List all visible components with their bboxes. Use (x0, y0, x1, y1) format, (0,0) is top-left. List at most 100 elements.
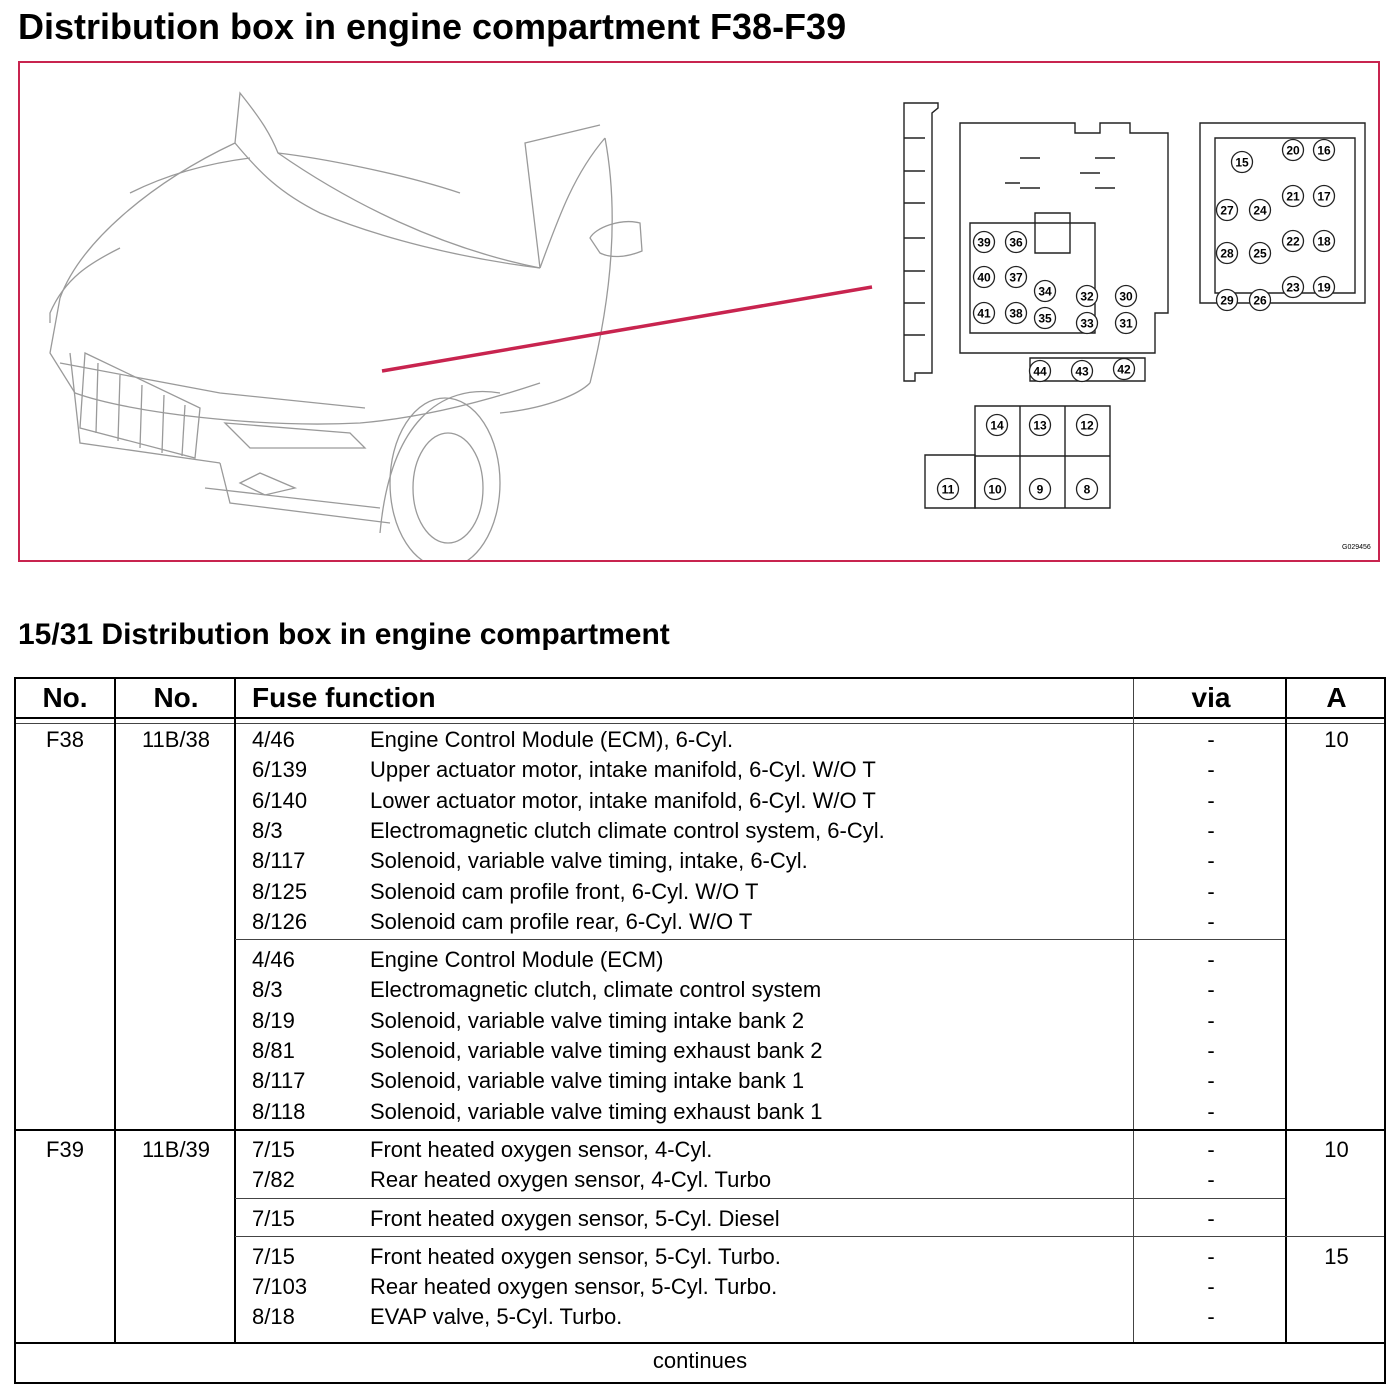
component-description: Engine Control Module (ECM), 6-Cyl. (370, 727, 734, 752)
fuse-position-label: 31 (1119, 317, 1133, 331)
group-divider (235, 939, 1285, 941)
fuse-position-16-circle (1312, 138, 1336, 162)
via-value: - (1207, 787, 1215, 813)
fuse-position-35-circle (1033, 306, 1057, 330)
fuse-position-23-circle (1281, 275, 1305, 299)
fuse-position-label: 41 (977, 307, 991, 321)
fuse-position-label: 24 (1253, 204, 1267, 218)
component-code: 8/126 (252, 908, 308, 934)
fuse-position-36-circle (1004, 230, 1028, 254)
fuse-position-label: 40 (977, 271, 991, 285)
component-description: Electromagnetic clutch climate control s… (370, 817, 885, 843)
via-value: - (1207, 727, 1215, 752)
fuse-position-label: 11 (942, 483, 955, 497)
component-code: 8/3 (252, 817, 283, 843)
component-description: EVAP valve, 5-Cyl. Turbo. (370, 1304, 623, 1330)
component-description: Solenoid cam profile front, 6-Cyl. W/O T (370, 878, 759, 904)
fuse-box-diagram: 8910111213141516171819202122232425262728… (49, 91, 1371, 560)
fuse-position-label: 30 (1119, 290, 1133, 304)
fuse-position-label: 28 (1220, 247, 1234, 261)
via-value: - (1207, 1007, 1215, 1033)
col-header-no-ref: No. (153, 682, 199, 713)
component-code: 7/15 (252, 1243, 295, 1269)
col-divider (1133, 679, 1134, 1342)
figure-code: G029456 (1342, 544, 1371, 551)
component-description: Solenoid, variable valve timing exhaust … (370, 1038, 823, 1063)
fuse-position-label: 34 (1038, 285, 1052, 299)
via-value: - (1207, 1167, 1215, 1193)
component-code: 8/3 (252, 977, 283, 1003)
car-illustration (49, 91, 643, 560)
col-header-function: Fuse function (252, 682, 436, 713)
component-code: 6/139 (252, 757, 308, 783)
fuse-position-10-circle (983, 477, 1007, 501)
component-description: Solenoid cam profile rear, 6-Cyl. W/O T (370, 908, 753, 934)
component-description: Solenoid, variable valve timing intake b… (370, 1068, 805, 1094)
fuse-position-11-circle (936, 477, 960, 501)
via-value: - (1207, 1136, 1215, 1162)
fuse-position-label: 25 (1253, 247, 1267, 261)
fuse-position-label: 12 (1080, 419, 1094, 433)
via-value: - (1207, 908, 1215, 934)
via-value: - (1207, 1304, 1215, 1330)
fuse-position-label: 37 (1009, 271, 1023, 285)
fuse-circles: 8910111213141516171819202122232425262728… (936, 138, 1336, 501)
fuse-position-37-circle (1004, 265, 1028, 289)
component-code: 6/140 (252, 787, 308, 813)
fuse-position-label: 21 (1286, 190, 1300, 204)
fuse-position-label: 16 (1317, 144, 1331, 158)
fuse-position-label: 22 (1286, 235, 1300, 249)
group-divider (235, 1235, 1384, 1237)
fuse-position-9-circle (1028, 477, 1052, 501)
component-description: Engine Control Module (ECM) (370, 947, 664, 973)
via-value: - (1207, 1243, 1215, 1269)
fuse-position-30-circle (1114, 284, 1138, 308)
fuse-position-label: 38 (1009, 307, 1023, 321)
component-code: 4/46 (252, 727, 295, 752)
via-value: - (1207, 1098, 1215, 1124)
fuse-id: F39 (46, 1136, 84, 1162)
fuse-position-label: 26 (1253, 294, 1267, 308)
fuse-position-24-circle (1248, 198, 1272, 222)
fuse-position-44-circle (1028, 359, 1052, 383)
fuse-position-43-circle (1070, 359, 1094, 383)
component-code: 7/15 (252, 1205, 295, 1231)
page-title: Distribution box in engine compartment F… (18, 6, 847, 47)
fuse-position-label: 36 (1009, 236, 1023, 250)
fuse-position-label: 33 (1080, 317, 1094, 331)
continues-footer: continues (652, 1348, 748, 1373)
fuse-table: No. No. Fuse function via A continues F3… (14, 677, 1386, 1384)
col-divider (1285, 679, 1287, 1342)
fuse-id: F38 (46, 727, 84, 752)
fuse-position-17-circle (1312, 184, 1336, 208)
component-code: 7/82 (252, 1167, 295, 1193)
component-description: Lower actuator motor, intake manifold, 6… (370, 787, 876, 813)
header-divider (16, 717, 1384, 719)
fuse-position-39-circle (972, 230, 996, 254)
fuse-position-label: 35 (1038, 312, 1052, 326)
distribution-box-outline (903, 102, 1366, 509)
fuse-position-label: 15 (1235, 156, 1249, 170)
via-value: - (1207, 1274, 1215, 1300)
component-code: 8/125 (252, 878, 308, 904)
fuse-position-22-circle (1281, 229, 1305, 253)
fuse-amperage: 15 (1324, 1243, 1349, 1269)
component-description: Rear heated oxygen sensor, 5-Cyl. Turbo. (370, 1274, 778, 1300)
fuse-ref: 11B/39 (141, 1136, 211, 1162)
via-value: - (1207, 947, 1215, 973)
component-code: 7/15 (252, 1136, 295, 1162)
component-description: Electromagnetic clutch, climate control … (370, 977, 822, 1003)
fuse-position-18-circle (1312, 229, 1336, 253)
component-code: 8/18 (252, 1304, 295, 1330)
fuse-position-label: 42 (1117, 363, 1131, 377)
via-value: - (1207, 878, 1215, 904)
fuse-position-41-circle (972, 301, 996, 325)
fuse-position-label: 8 (1084, 483, 1091, 497)
fuse-position-13-circle (1028, 413, 1052, 437)
fuse-position-21-circle (1281, 184, 1305, 208)
fuse-position-label: 18 (1317, 235, 1331, 249)
component-code: 4/46 (252, 947, 295, 973)
fuse-position-label: 19 (1317, 281, 1331, 295)
fuse-position-label: 27 (1220, 204, 1234, 218)
